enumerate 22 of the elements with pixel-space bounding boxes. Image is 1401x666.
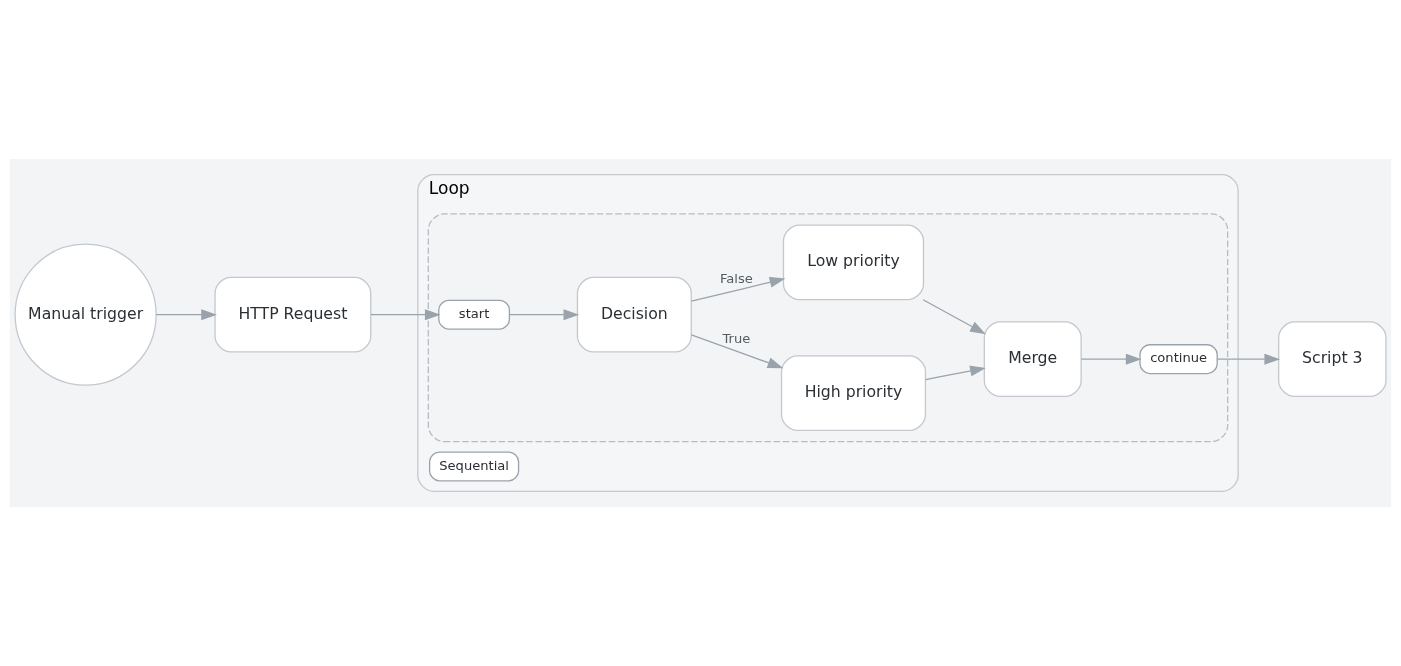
arrow	[1080, 353, 1142, 365]
edge-label: True	[722, 331, 751, 347]
arrow	[155, 309, 217, 321]
node-box: Low priority	[782, 224, 925, 301]
node-box: Script 3	[1278, 321, 1387, 398]
node-box: continue	[1139, 344, 1218, 375]
edge-label: False	[719, 271, 753, 287]
node-box: Merge	[983, 321, 1082, 398]
node-box: HTTP Request	[214, 276, 372, 353]
node-box: High priority	[780, 355, 927, 432]
node-box: start	[438, 299, 511, 330]
cluster	[427, 213, 1229, 443]
arrow	[924, 365, 986, 381]
node-circle: Manual trigger	[14, 243, 157, 386]
arrow	[1216, 353, 1281, 365]
arrow	[922, 299, 986, 335]
node-box: Decision	[576, 276, 692, 353]
arrow	[690, 276, 786, 302]
node-box: Sequential	[428, 451, 520, 482]
arrow	[370, 309, 441, 321]
arrow	[508, 309, 580, 321]
arrow	[690, 334, 784, 369]
